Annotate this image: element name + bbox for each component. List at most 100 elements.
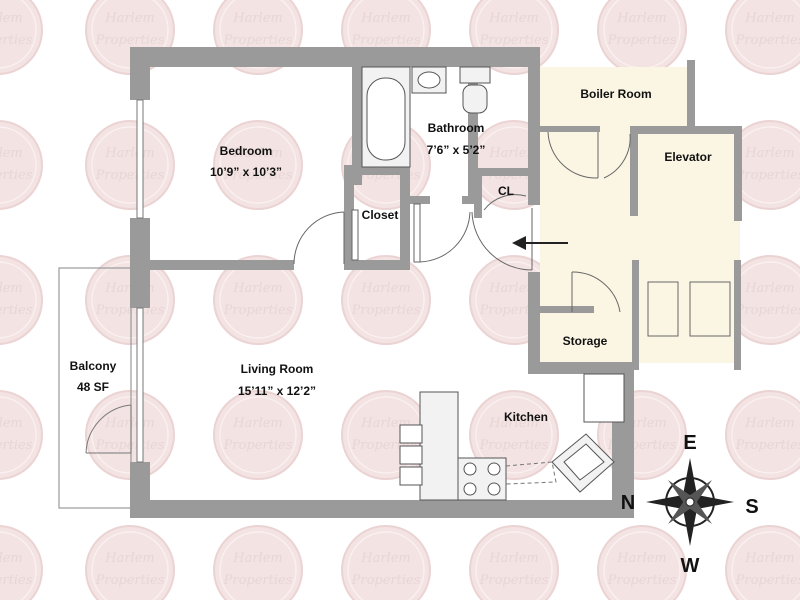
watermark-text-line2: Properties <box>479 33 549 48</box>
watermark-text-line1: Harlem <box>232 281 282 296</box>
kitchen-name-label: Kitchen <box>504 410 548 424</box>
wall-cl-top <box>474 168 530 176</box>
wall-left-upper <box>130 47 150 100</box>
closet-name-label: Closet <box>362 208 399 222</box>
compass-point-right <box>697 495 734 509</box>
watermark-text-line1: Harlem <box>744 146 794 161</box>
doors <box>293 131 731 337</box>
living-window <box>136 307 144 463</box>
sink-basin <box>417 71 441 89</box>
watermark-text-line2: Properties <box>95 438 165 453</box>
watermark-text-line1: Harlem <box>0 416 23 431</box>
burner-3 <box>463 482 477 496</box>
watermark-text-line2: Properties <box>0 33 33 48</box>
balcony-name-label: Balcony <box>70 359 117 373</box>
watermark-text-line1: Harlem <box>104 416 154 431</box>
watermark-text-line2: Properties <box>223 168 293 183</box>
watermark-text-line1: Harlem <box>488 281 538 296</box>
wall-storage-right <box>632 260 639 370</box>
entry-arrow <box>512 236 568 250</box>
boiler-room-area <box>540 67 690 129</box>
watermark-text-line2: Properties <box>607 33 677 48</box>
compass-point-up <box>683 458 697 495</box>
bath-door-leaf <box>413 203 421 263</box>
watermark-text-line2: Properties <box>95 573 165 588</box>
watermark-text-line2: Properties <box>0 303 33 318</box>
watermark-text-line1: Harlem <box>0 146 23 161</box>
watermark-text-line1: Harlem <box>0 11 23 26</box>
entry-door-swing <box>471 211 533 271</box>
watermark-text-line2: Properties <box>95 33 165 48</box>
wall-kitchen-right <box>622 374 634 422</box>
watermark-text-line2: Properties <box>223 573 293 588</box>
storage-area <box>540 221 740 363</box>
toilet-bowl <box>462 84 488 114</box>
bathroom-size-label: 7’6” x 5’2” <box>427 143 486 157</box>
watermark-text-line1: Harlem <box>360 11 410 26</box>
burner-2 <box>487 462 501 476</box>
walls <box>130 47 742 518</box>
watermark-text-line2: Properties <box>351 303 421 318</box>
wall-storage-top <box>540 306 594 313</box>
watermark-text-line1: Harlem <box>360 416 410 431</box>
elevator-name-label: Elevator <box>664 150 712 164</box>
stove <box>457 457 507 501</box>
living-room-name-label: Living Room <box>241 362 314 376</box>
balcony-size-label: 48 SF <box>77 380 109 394</box>
compass <box>646 458 734 546</box>
elevator-door-swing <box>603 133 631 179</box>
bath-door-swing <box>419 211 471 263</box>
watermark-text-line1: Harlem <box>744 281 794 296</box>
wall-boiler-right <box>687 60 695 130</box>
watermark-text-line2: Properties <box>95 303 165 318</box>
wall-right-lower <box>528 272 540 370</box>
bedroom-name-label: Bedroom <box>220 144 273 158</box>
burner-1 <box>463 462 477 476</box>
refrigerator <box>583 373 625 423</box>
watermark-text-line1: Harlem <box>488 146 538 161</box>
bar-stool-1 <box>399 424 423 444</box>
watermark-text-line2: Properties <box>479 573 549 588</box>
elevator-area <box>540 129 740 221</box>
watermark-text-line1: Harlem <box>616 551 666 566</box>
counter-dashed <box>505 461 557 485</box>
wall-boiler-bottom <box>540 126 600 132</box>
wall-closet-top <box>344 165 408 175</box>
boiler-door-swing <box>547 131 599 179</box>
wall-top-left <box>130 47 530 67</box>
wall-cl-left <box>474 168 482 218</box>
compass-point-left <box>646 495 683 509</box>
wall-closet-right <box>400 165 410 270</box>
bedroom-window <box>136 99 144 219</box>
watermark-text-line1: Harlem <box>0 281 23 296</box>
storage-door-swing <box>571 271 621 313</box>
balcony-door-swing <box>85 404 132 454</box>
watermark-text-line2: Properties <box>735 573 800 588</box>
watermark-text-line2: Properties <box>735 168 800 183</box>
watermark-text-line1: Harlem <box>488 551 538 566</box>
wall-bath-right <box>468 67 478 204</box>
wall-elevator-left <box>630 126 638 216</box>
bathroom-name-label: Bathroom <box>428 121 485 135</box>
compass-point-down <box>683 509 697 546</box>
compass-label-south: S <box>745 496 758 518</box>
wall-bottom-right-post <box>612 422 634 518</box>
